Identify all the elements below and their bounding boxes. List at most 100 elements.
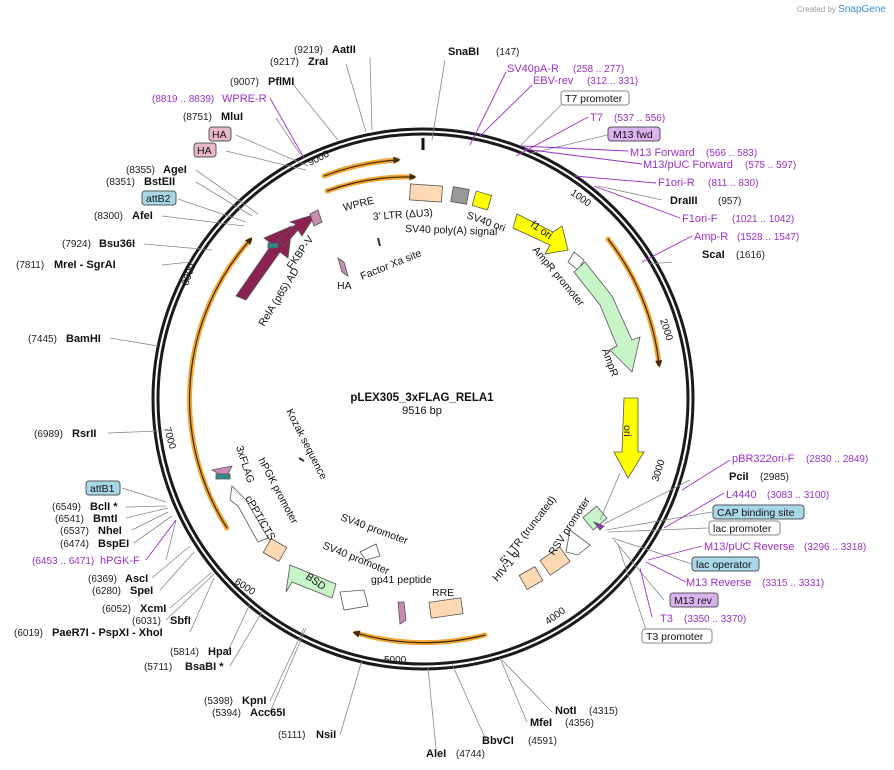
primer-name: EBV-rev (533, 75, 574, 87)
hpgk-promoter-arrow (229, 485, 269, 543)
primer-name: T7 (590, 112, 603, 124)
lac-marker (592, 521, 605, 531)
cppt-box (262, 538, 288, 562)
enzyme-pos: (1616) (736, 250, 765, 261)
t7-promoter-box: T7 promoter (560, 90, 630, 106)
primer-pos: (8819 .. 8839) (152, 94, 214, 105)
enzyme-name: MfeI (530, 717, 552, 729)
sv40-promoter-lower (339, 589, 369, 611)
enzyme-name: NheI (98, 525, 122, 537)
primer-name: F1ori-F (682, 213, 718, 225)
f1-ori-arrow (512, 213, 569, 255)
enzyme-name: ScaI (702, 249, 725, 261)
svg-text:T3 promoter: T3 promoter (646, 631, 704, 643)
enzyme-pos: (8300) (94, 211, 123, 222)
enzyme-pos: (147) (496, 47, 519, 58)
svg-text:HA: HA (212, 129, 227, 141)
enzyme-name: AgeI (163, 164, 187, 176)
orf-arc-cores (188, 156, 663, 644)
primer-pos: (258 .. 277) (573, 64, 624, 75)
enzyme-pos: (6541) (55, 514, 84, 525)
primer-pos: (537 .. 556) (614, 113, 665, 124)
fkbp-v-arrow (277, 213, 317, 247)
enzyme-name: MreI - SgrAI (54, 259, 116, 271)
ha-box-upper: HA (208, 126, 232, 142)
enzyme-name: PflMI (268, 76, 294, 88)
svg-text:M13 fwd: M13 fwd (613, 129, 653, 141)
3xflag-label: 3xFLAG (233, 444, 256, 484)
enzyme-pos: (9007) (230, 77, 259, 88)
enzyme-name: SbfI (170, 615, 191, 627)
cap-binding-site-box: CAP binding site (712, 504, 805, 520)
ha-box-lower: HA (193, 142, 217, 158)
ltr3-box (409, 183, 443, 203)
enzyme-pos: (6369) (88, 574, 117, 585)
rsv-promoter-arrow (565, 529, 591, 556)
enzyme-pos: (5711) (144, 662, 172, 673)
enzyme-name: RsrII (72, 428, 96, 440)
snapgene-watermark: Created by SnapGene (797, 4, 886, 15)
primer-name: M13/pUC Forward (643, 159, 733, 171)
enzyme-pos: (5814) (170, 647, 199, 658)
primer-name: F1ori-R (658, 177, 695, 189)
enzyme-pos: (7811) (16, 260, 44, 271)
enzyme-pos: (4356) (565, 718, 594, 729)
enzyme-name: PaeR7I - PspXI - XhoI (52, 627, 163, 639)
tick-3000: 3000 (650, 458, 667, 483)
enzyme-name: AleI (426, 748, 446, 760)
enzyme-name: Bsu36I (99, 238, 135, 250)
enzyme-pos: (9217) (270, 57, 299, 68)
svg-text:HA: HA (197, 145, 212, 157)
enzyme-pos: (6019) (14, 628, 43, 639)
svg-text:M13 rev: M13 rev (674, 595, 713, 607)
enzyme-name: SpeI (130, 585, 153, 597)
boxed-labels: T7 promoter M13 fwd CAP binding site lac… (85, 90, 805, 644)
enzyme-pos: (4315) (589, 706, 618, 717)
primer-name: SV40pA-R (507, 63, 559, 75)
enzyme-pos: (6052) (102, 604, 131, 615)
enzyme-name: BstEII (144, 176, 175, 188)
enzyme-pos: (8351) (106, 177, 135, 188)
m13-rev-box: M13 rev (669, 592, 719, 608)
enzyme-pos: (6537) (60, 526, 89, 537)
enzyme-name: XcmI (140, 603, 166, 615)
enzyme-pos: (6989) (34, 429, 63, 440)
ori-label: ori (621, 425, 633, 437)
primer-name: hPGK-F (100, 555, 140, 567)
enzyme-name: ZraI (308, 56, 328, 68)
hiv-psi-box (518, 566, 544, 590)
svg-text:attB1: attB1 (90, 483, 115, 495)
primer-name: M13/pUC Reverse (704, 541, 794, 553)
wpre-label: WPRE (342, 195, 375, 214)
enzyme-pos: (7445) (28, 334, 57, 345)
attb1-box: attB1 (85, 480, 121, 496)
backbone-inner-ring (156, 132, 690, 666)
gp41-label: gp41 peptide (371, 574, 432, 586)
enzyme-name: NsiI (316, 729, 336, 741)
primer-pos: (6453 .. 6471) (32, 556, 94, 567)
primer-pos: (575 .. 597) (745, 160, 796, 171)
primer-name: pBR322ori-F (732, 453, 795, 465)
primer-name: T3 (660, 613, 673, 625)
primer-pos: (3296 .. 3318) (804, 542, 866, 553)
primer-pos: (1021 .. 1042) (732, 214, 794, 225)
primer-pos: (2830 .. 2849) (806, 454, 868, 465)
enzyme-name: AfeI (132, 210, 153, 222)
enzyme-name: MluI (221, 111, 243, 123)
primer-pos: (3315 .. 3331) (762, 578, 824, 589)
orf-arc-2 (324, 174, 416, 194)
primer-name: M13 Forward (630, 147, 695, 159)
primer-name: L4440 (726, 489, 757, 501)
sv40-polya-label: SV40 poly(A) signal (405, 223, 498, 238)
primer-labels: SV40pA-R (258 .. 277) EBV-rev (312 .. 33… (32, 63, 868, 625)
svg-text:lac promoter: lac promoter (713, 523, 772, 535)
primer-pos: (3083 .. 3100) (767, 490, 829, 501)
primer-name: WPRE-R (222, 93, 267, 105)
enzyme-pos: (6031) (132, 616, 161, 627)
enzyme-pos: (6549) (52, 502, 81, 513)
sv40-promoter-label-upper: SV40 promoter (339, 512, 410, 548)
ha-shape-lower (337, 257, 349, 277)
enzyme-name: KpnI (242, 695, 266, 707)
ha-label-inner: HA (337, 280, 352, 292)
